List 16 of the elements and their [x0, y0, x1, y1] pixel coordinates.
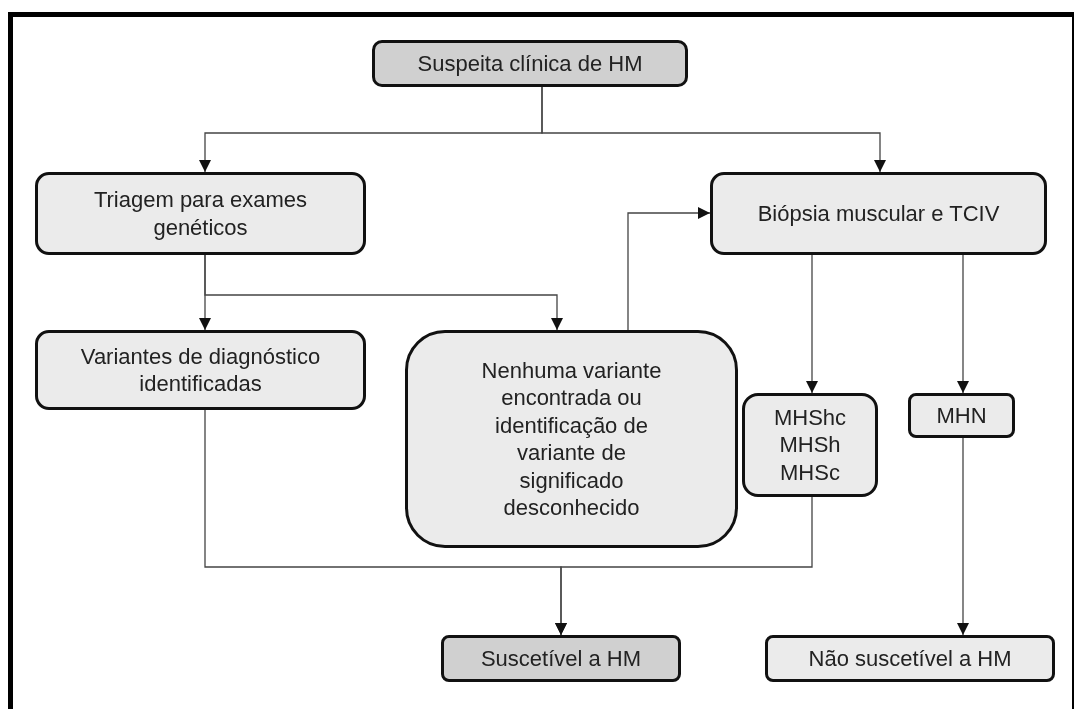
- outcome-box: Não suscetível a HM: [765, 635, 1055, 682]
- process-box: Nenhuma variante encontrada ou identificação de variante de significado desconhecido: [405, 330, 738, 548]
- process-box: Triagem para exames genéticos: [35, 172, 366, 255]
- arrow: [806, 254, 818, 394]
- arrow: [555, 496, 813, 636]
- result-box: MHShc MHSh MHSc: [742, 393, 878, 497]
- arrow: [957, 254, 969, 394]
- process-box: Biópsia muscular e TCIV: [710, 172, 1047, 255]
- arrow: [541, 86, 886, 173]
- process-box: Variantes de diagnóstico identificadas: [35, 330, 366, 410]
- arrow: [957, 437, 969, 636]
- process-box: Suspeita clínica de HM: [372, 40, 688, 87]
- arrow: [204, 254, 563, 331]
- result-box: MHN: [908, 393, 1015, 438]
- outcome-box: Suscetível a HM: [441, 635, 681, 682]
- arrow: [627, 207, 711, 331]
